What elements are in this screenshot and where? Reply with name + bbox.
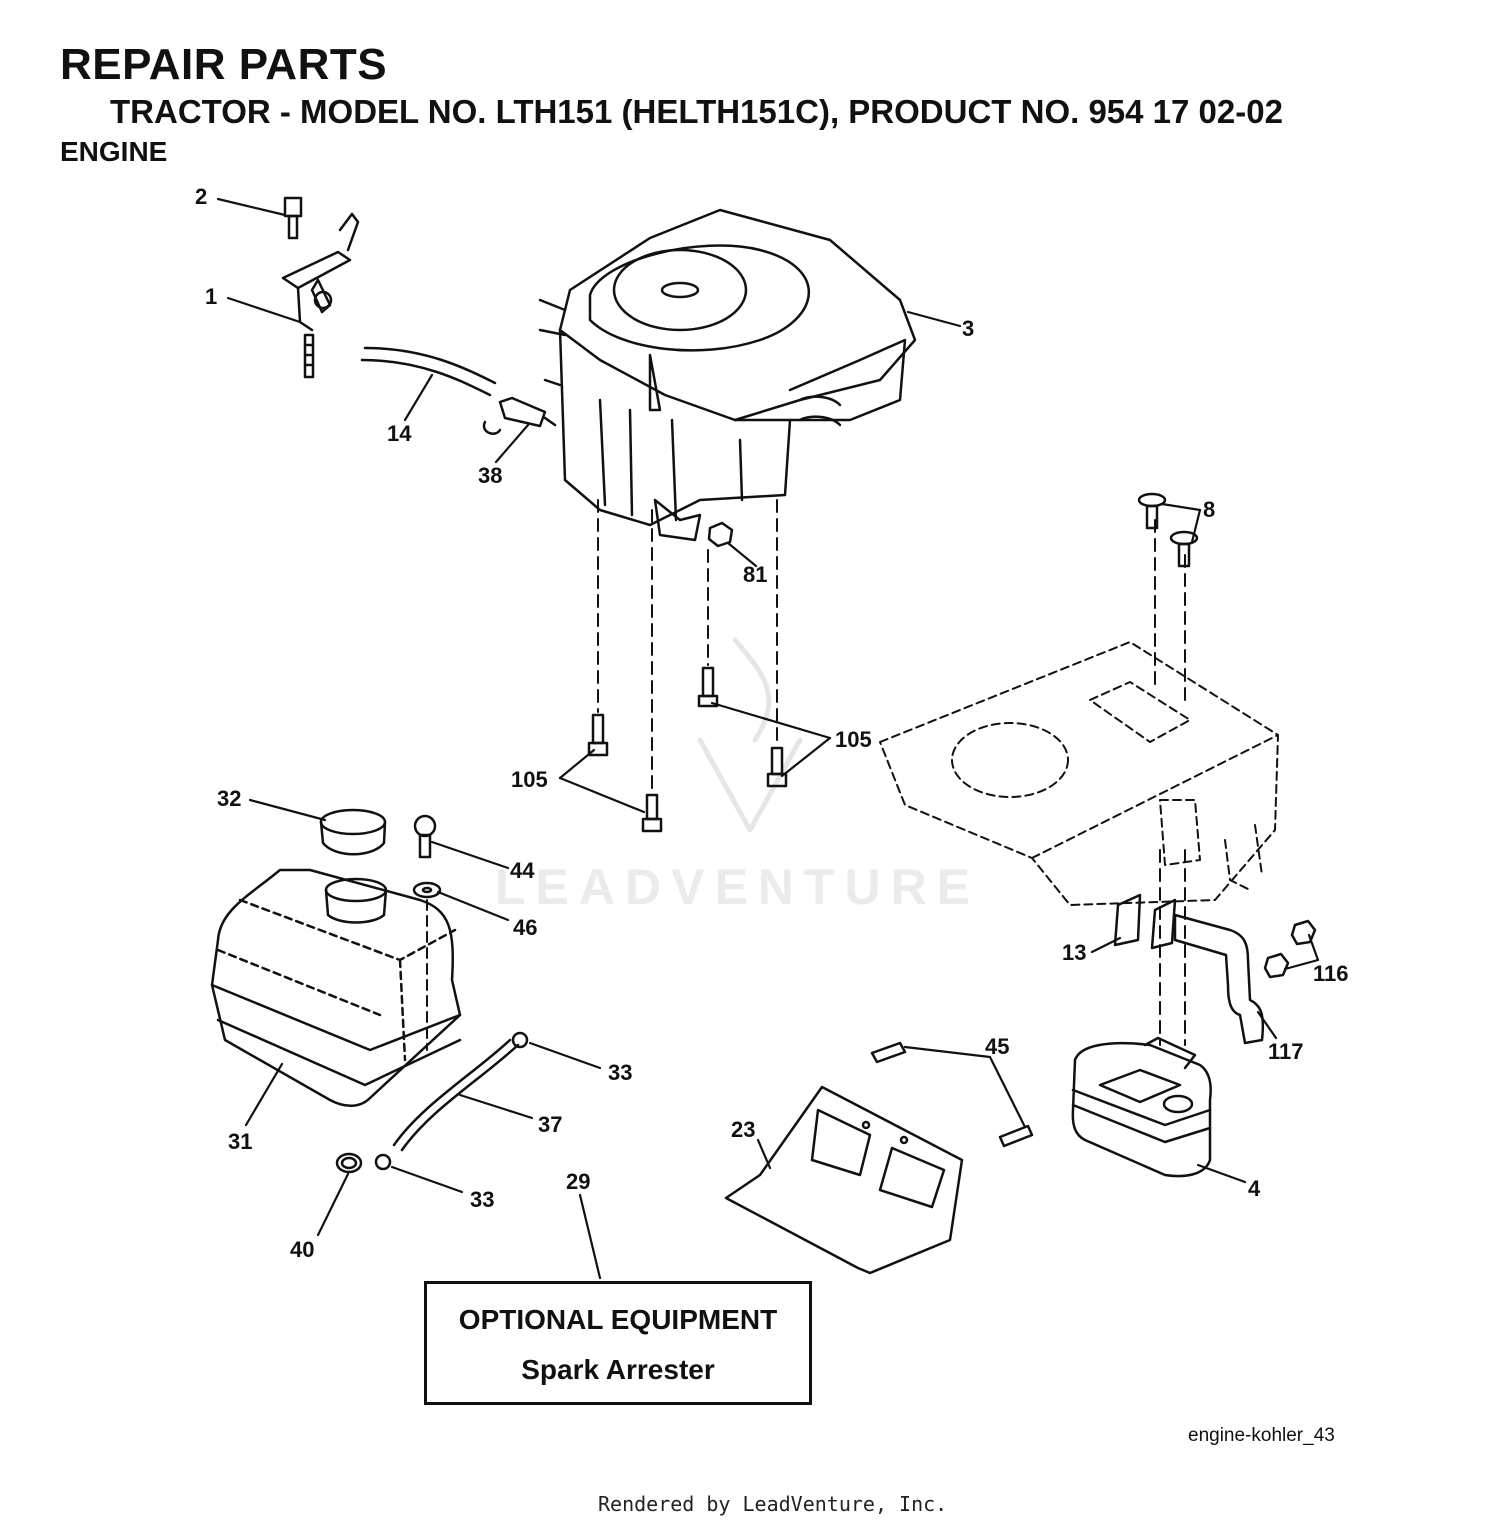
callout-37: 37 xyxy=(538,1112,562,1137)
exhaust-pipe-117 xyxy=(1173,913,1265,1045)
leader-lines xyxy=(216,197,1320,1280)
model-subtitle: TRACTOR - MODEL NO. LTH151 (HELTH151C), … xyxy=(110,93,1283,130)
callout-105-right: 105 xyxy=(835,727,872,752)
callout-46: 46 xyxy=(513,915,537,940)
page-title: REPAIR PARTS xyxy=(60,40,388,89)
chassis-frame xyxy=(879,641,1279,906)
screw-45 xyxy=(870,1041,1034,1148)
callout-4: 4 xyxy=(1248,1176,1261,1201)
optional-equipment-title: OPTIONAL EQUIPMENT xyxy=(458,1304,778,1335)
callout-44: 44 xyxy=(510,858,535,883)
nut-116 xyxy=(1263,919,1317,979)
footer-credit: Rendered by LeadVenture, Inc. xyxy=(598,1492,948,1516)
bolt-8 xyxy=(1137,492,1199,568)
callout-117: 117 xyxy=(1268,1039,1304,1064)
diagram-reference: engine-kohler_43 xyxy=(1188,1425,1335,1446)
section-title: ENGINE xyxy=(60,136,168,167)
washer-46 xyxy=(412,881,442,899)
callout-1: 1 xyxy=(205,284,217,309)
callout-45: 45 xyxy=(985,1034,1009,1059)
callout-81: 81 xyxy=(743,562,767,587)
fuel-filter-38 xyxy=(482,396,557,435)
callout-31: 31 xyxy=(228,1129,252,1154)
callout-3: 3 xyxy=(962,316,974,341)
fuel-cap-32 xyxy=(319,808,387,856)
callout-32: 32 xyxy=(217,786,241,811)
watermark-logo xyxy=(697,637,803,833)
engine-assembly xyxy=(538,208,917,542)
callout-116: 116 xyxy=(1313,961,1349,986)
bolt-44 xyxy=(413,814,437,859)
heat-shield-23 xyxy=(724,1085,964,1275)
callout-2: 2 xyxy=(195,184,207,209)
throttle-control-bracket xyxy=(281,212,360,379)
callout-38: 38 xyxy=(478,463,502,488)
ring-40 xyxy=(335,1152,363,1174)
hex-bolt-2 xyxy=(283,196,303,240)
bolt-105 xyxy=(587,666,788,833)
gasket-13 xyxy=(1113,893,1177,950)
optional-equipment-item: Spark Arrester xyxy=(521,1354,715,1385)
callout-23: 23 xyxy=(731,1117,755,1142)
hose-clamp-33 xyxy=(374,1031,529,1171)
callout-13: 13 xyxy=(1062,940,1086,965)
fuel-line-14 xyxy=(360,346,497,397)
callout-40: 40 xyxy=(290,1237,314,1262)
muffler-4 xyxy=(1071,1036,1212,1178)
fuel-hose-37 xyxy=(392,1038,520,1152)
optional-equipment-box: OPTIONAL EQUIPMENT Spark Arrester xyxy=(424,1281,812,1405)
callout-105-left: 105 xyxy=(511,767,548,792)
watermark-text: LEADVENTURE xyxy=(495,859,981,915)
callout-14: 14 xyxy=(387,421,412,446)
callout-33-lower: 33 xyxy=(470,1187,494,1212)
callout-8: 8 xyxy=(1203,497,1215,522)
fuel-tank-31 xyxy=(210,868,462,1107)
nut-81 xyxy=(707,521,734,548)
callout-29: 29 xyxy=(566,1169,590,1194)
callout-33-upper: 33 xyxy=(608,1060,632,1085)
